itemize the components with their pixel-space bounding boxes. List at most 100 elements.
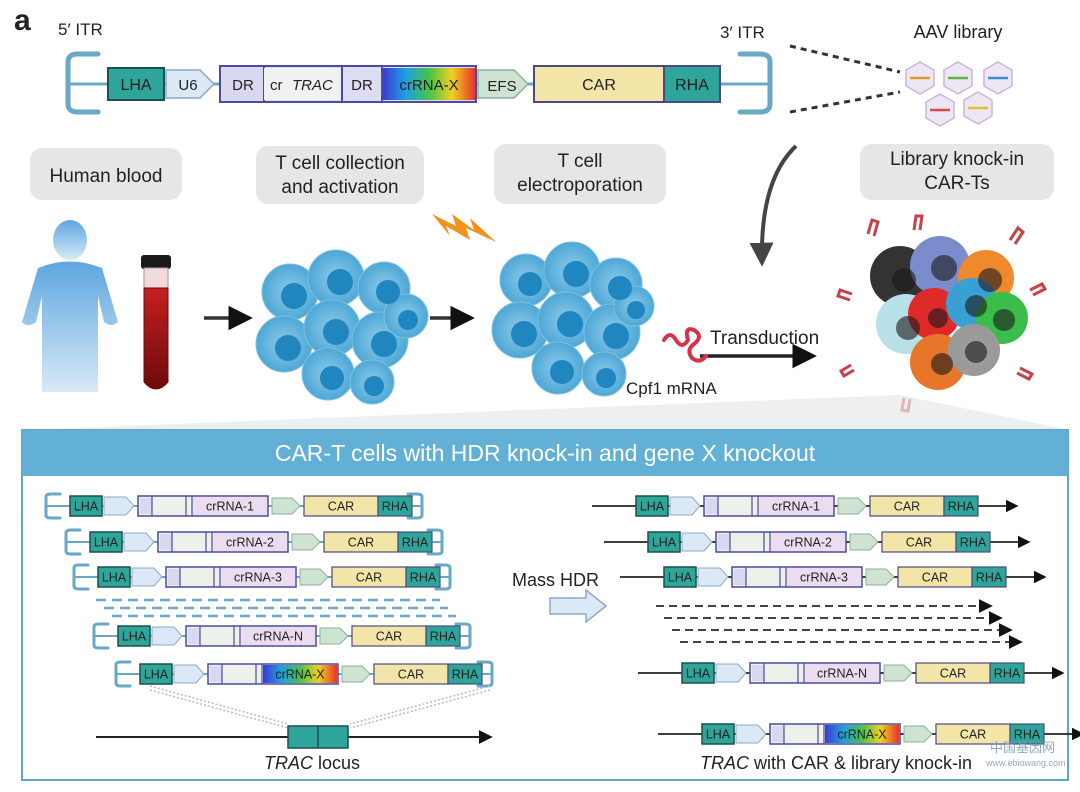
car-label: CAR xyxy=(922,571,948,585)
itr3-hairpin xyxy=(737,51,773,115)
u6-promoter xyxy=(165,69,216,99)
rha-label: RHA xyxy=(430,630,457,644)
result-label: TRAC with CAR & library knock-in xyxy=(700,753,972,773)
lha-label: LHA xyxy=(120,77,151,94)
crrna-block xyxy=(221,568,295,586)
crrna-block xyxy=(771,533,845,551)
human-blood-pill xyxy=(30,148,182,200)
car-label: CAR xyxy=(328,500,354,514)
car-receptor-icon xyxy=(1029,282,1048,297)
u6-promoter xyxy=(103,496,135,516)
step-labels: Human blood T cell collection and activa… xyxy=(30,144,1054,204)
car-receptor-icon xyxy=(1016,366,1035,381)
car-label: CAR xyxy=(356,571,382,585)
crrna-label: crRNA-N xyxy=(253,630,303,644)
mass-hdr-label: Mass HDR xyxy=(512,570,599,590)
itr-hairpin xyxy=(426,528,444,556)
aav-construct: 5′ ITR 3′ ITR LHA U6 DR cr TRAC DR crRNA… xyxy=(58,20,901,115)
collection-label-1: T cell collection xyxy=(275,153,405,174)
rha-block xyxy=(943,495,979,517)
lha-label: LHA xyxy=(94,536,119,550)
trac-label: TRAC xyxy=(292,77,333,94)
itr-hairpin xyxy=(434,563,452,591)
lha-label: LHA xyxy=(668,571,693,585)
bottom-panel-title: CAR-T cells with HDR knock-in and gene X… xyxy=(275,440,816,466)
rha-block xyxy=(447,663,483,685)
efs-promoter xyxy=(849,533,879,551)
lha-block xyxy=(701,723,735,745)
right-ellipsis-lines xyxy=(656,599,1023,649)
itr-hairpin xyxy=(72,563,90,591)
itr-hairpin xyxy=(454,622,472,650)
car-label: CAR xyxy=(398,668,424,682)
car-label: CAR xyxy=(906,536,932,550)
rha-block xyxy=(971,566,1007,588)
u6-promoter xyxy=(697,567,729,587)
library-label-2: CAR-Ts xyxy=(924,173,989,194)
aav-library: AAV library xyxy=(905,22,1013,127)
donor-construct: LHA crRNA-N CAR RHA xyxy=(92,622,472,650)
lha-label: LHA xyxy=(122,630,147,644)
rha-label: RHA xyxy=(976,571,1003,585)
lha-block xyxy=(647,531,681,553)
rha-block xyxy=(989,662,1025,684)
efs-promoter xyxy=(477,69,530,99)
crrna-label: crRNA-N xyxy=(817,667,867,681)
donor-construct: LHA crRNA-2 CAR RHA xyxy=(64,528,444,556)
rha-block xyxy=(377,495,413,517)
u6-promoter xyxy=(681,532,713,552)
trac-locus: TRAC locus xyxy=(96,685,493,773)
lha-label: LHA xyxy=(652,536,677,550)
itr-hairpin xyxy=(114,660,132,688)
rha-label: RHA xyxy=(402,536,429,550)
rha-block xyxy=(1009,723,1045,745)
rha-block xyxy=(425,625,461,647)
crrna-label: crRNA-X xyxy=(275,668,325,682)
itr5-hairpin xyxy=(65,51,101,115)
crrna-label: crRNA-3 xyxy=(234,571,282,585)
dr1-label: DR xyxy=(232,77,254,94)
rha-block xyxy=(397,531,433,553)
efs-promoter xyxy=(903,725,933,743)
crrna-label: crRNA-1 xyxy=(772,500,820,514)
crrna-label: crRNA-2 xyxy=(226,536,274,550)
dr1-block xyxy=(222,68,264,100)
efs-promoter xyxy=(299,568,329,586)
efs-promoter xyxy=(837,497,867,515)
car-label: CAR xyxy=(960,728,986,742)
u6-promoter xyxy=(123,532,155,552)
lha-label: LHA xyxy=(706,728,731,742)
car-block xyxy=(533,65,665,103)
lha-block xyxy=(663,566,697,588)
car-label: CAR xyxy=(348,536,374,550)
watermark: 中国基因网 www.ebiowang.com xyxy=(985,740,1066,768)
transduction-curve-arrow xyxy=(749,144,798,267)
car-receptor-icon xyxy=(836,288,853,302)
library-label-1: Library knock-in xyxy=(890,149,1024,170)
u6-promoter xyxy=(735,724,767,744)
rha-label: RHA xyxy=(994,667,1021,681)
u6-promoter xyxy=(173,664,205,684)
mrna-icon xyxy=(662,327,708,363)
efs-label: EFS xyxy=(487,78,516,95)
library-pill xyxy=(860,144,1054,200)
rha-label: RHA xyxy=(675,77,709,94)
efs-promoter xyxy=(883,664,913,682)
car-label: CAR xyxy=(376,630,402,644)
cr-label: cr xyxy=(270,77,283,94)
car-receptor-icon xyxy=(912,214,924,231)
itr-hairpin xyxy=(64,528,82,556)
electroporation-label-2: electroporation xyxy=(517,175,643,196)
lha-block xyxy=(635,495,669,517)
efs-promoter xyxy=(341,665,371,683)
crrna-block xyxy=(759,497,833,515)
crrna-block xyxy=(263,665,337,683)
lha-block xyxy=(107,67,165,101)
dr2-label: DR xyxy=(351,77,373,94)
crrna-label: crRNA-3 xyxy=(800,571,848,585)
